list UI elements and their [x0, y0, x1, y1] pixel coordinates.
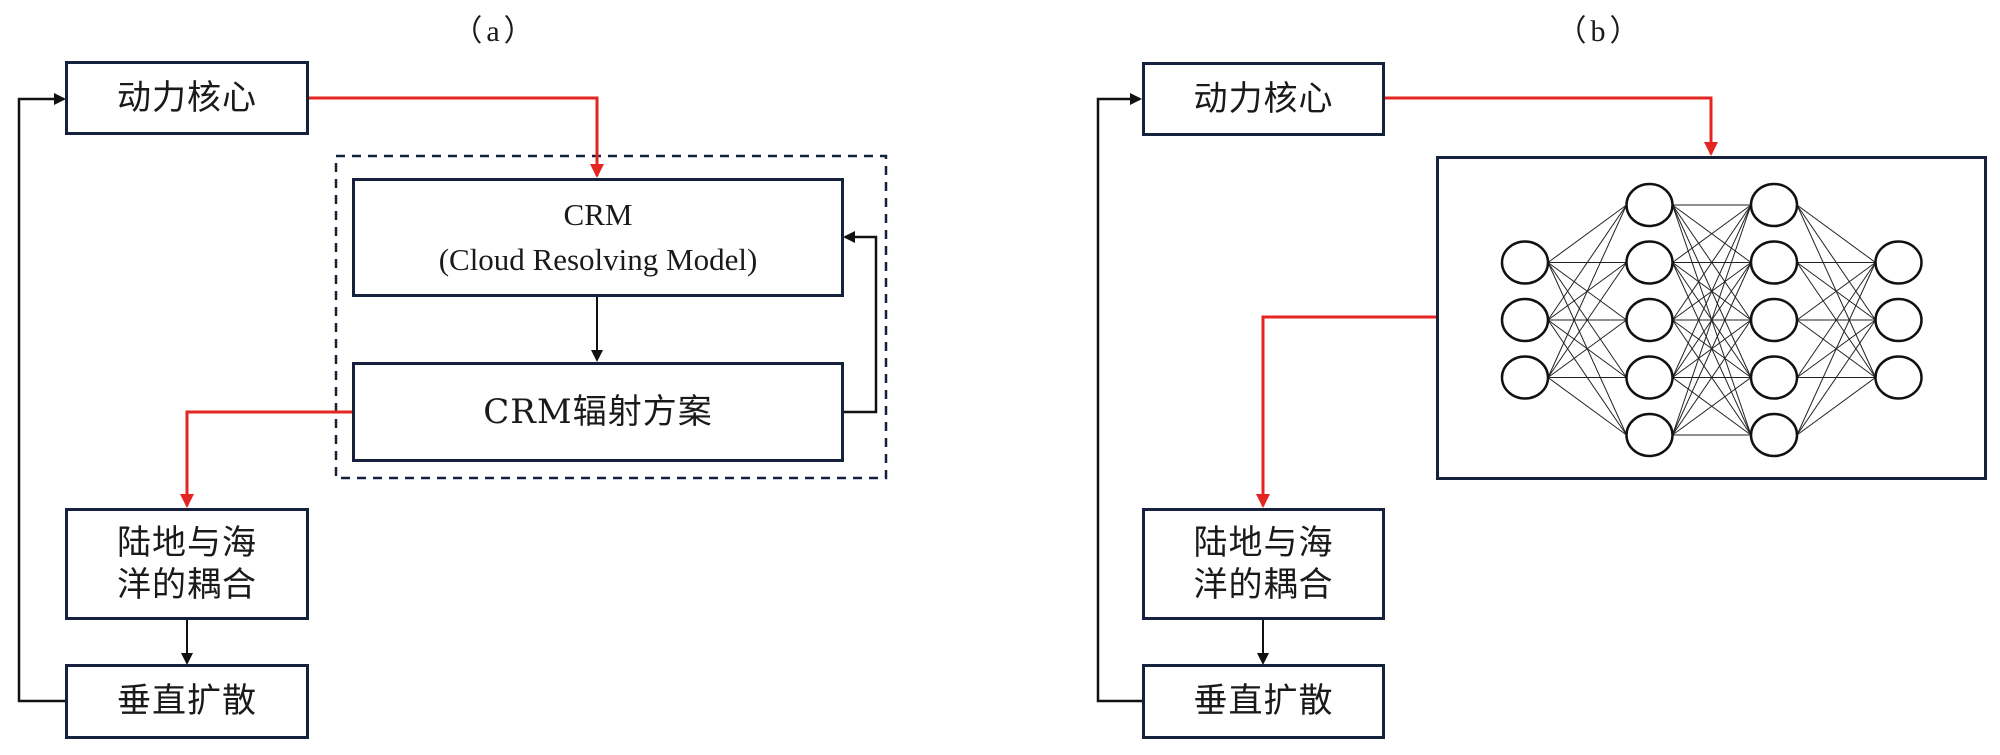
nn-node-layer-1 — [1500, 355, 1550, 400]
panel-label-b: （b） — [1556, 15, 1644, 48]
nn-node-layer-2 — [1625, 412, 1674, 458]
nn-connection — [1796, 377, 1876, 436]
crm-group-dashed-frame — [334, 154, 888, 480]
nn-connection — [1547, 262, 1627, 378]
arrow-nn-to-land-ocean — [1256, 315, 1436, 508]
crm-title: CRM — [563, 196, 633, 232]
crm-radiation-box: CRM辐射方案 — [352, 362, 844, 462]
nn-connection — [1796, 262, 1876, 436]
arrow-core-to-nn — [1384, 96, 1718, 156]
crm-box: CRM (Cloud Resolving Model) — [352, 178, 844, 297]
nn-node-layer-3 — [1749, 412, 1799, 458]
land-ocean-coupling-box-a: 陆地与海 洋的耦合 — [65, 508, 309, 620]
nn-node-layer-4 — [1874, 240, 1923, 285]
nn-connection — [1796, 319, 1876, 436]
dynamical-core-box-a: 动力核心 — [65, 61, 309, 135]
nn-connection — [1672, 204, 1752, 263]
arrow-core-to-crm — [308, 96, 604, 178]
nn-node-layer-2 — [1625, 297, 1674, 343]
nn-connection — [1672, 319, 1752, 436]
crm-subtitle: (Cloud Resolving Model) — [438, 241, 758, 277]
nn-node-layer-3 — [1749, 297, 1799, 343]
nn-node-layer-4 — [1874, 355, 1923, 400]
neural-network-box — [1436, 156, 1987, 480]
nn-connection — [1672, 262, 1752, 436]
dynamical-core-label: 动力核心 — [117, 77, 257, 118]
nn-connection — [1796, 262, 1876, 321]
dynamical-core-label: 动力核心 — [1193, 78, 1334, 119]
nn-connection — [1547, 377, 1627, 436]
vertical-diffusion-box-a: 垂直扩散 — [65, 664, 309, 739]
nn-node-layer-2 — [1625, 182, 1674, 228]
nn-connection — [1547, 204, 1627, 263]
land-ocean-line1: 陆地与海 — [117, 522, 257, 563]
nn-node-layer-3 — [1749, 355, 1799, 400]
nn-connection — [1547, 204, 1627, 378]
nn-connection — [1796, 262, 1876, 378]
arrow-radiation-to-land-ocean — [180, 410, 352, 508]
nn-node-layer-1 — [1500, 240, 1550, 285]
nn-node-layer-2 — [1625, 355, 1674, 400]
panel-label-a: （a） — [452, 15, 538, 48]
nn-node-layer-3 — [1749, 240, 1799, 285]
neural-network-graph — [1500, 182, 1923, 458]
crm-radiation-label: CRM辐射方案 — [483, 391, 713, 432]
nn-connection — [1672, 204, 1752, 378]
nn-connection — [1547, 319, 1627, 378]
land-ocean-line2: 洋的耦合 — [117, 565, 257, 605]
dynamical-core-box-b: 动力核心 — [1142, 62, 1385, 136]
nn-node-layer-1 — [1500, 297, 1550, 343]
arrow-radiation-feedback-to-crm — [843, 231, 878, 414]
land-ocean-line2: 洋的耦合 — [1193, 565, 1334, 605]
nn-node-layer-3 — [1749, 182, 1799, 228]
land-ocean-coupling-box-b: 陆地与海 洋的耦合 — [1142, 508, 1385, 620]
nn-node-layer-4 — [1874, 297, 1923, 343]
nn-connection — [1672, 377, 1752, 436]
vertical-diffusion-label: 垂直扩散 — [1193, 681, 1334, 722]
nn-node-layer-2 — [1625, 240, 1674, 285]
arrow-diffusion-feedback-to-core-b — [1096, 93, 1142, 703]
nn-connection — [1796, 204, 1876, 263]
vertical-diffusion-label: 垂直扩散 — [117, 681, 257, 722]
nn-connection — [1672, 204, 1752, 321]
land-ocean-line1: 陆地与海 — [1193, 522, 1334, 563]
nn-connection — [1672, 204, 1752, 436]
vertical-diffusion-box-b: 垂直扩散 — [1142, 664, 1385, 739]
nn-connection — [1547, 204, 1627, 321]
arrow-diffusion-feedback-to-core — [17, 93, 66, 703]
